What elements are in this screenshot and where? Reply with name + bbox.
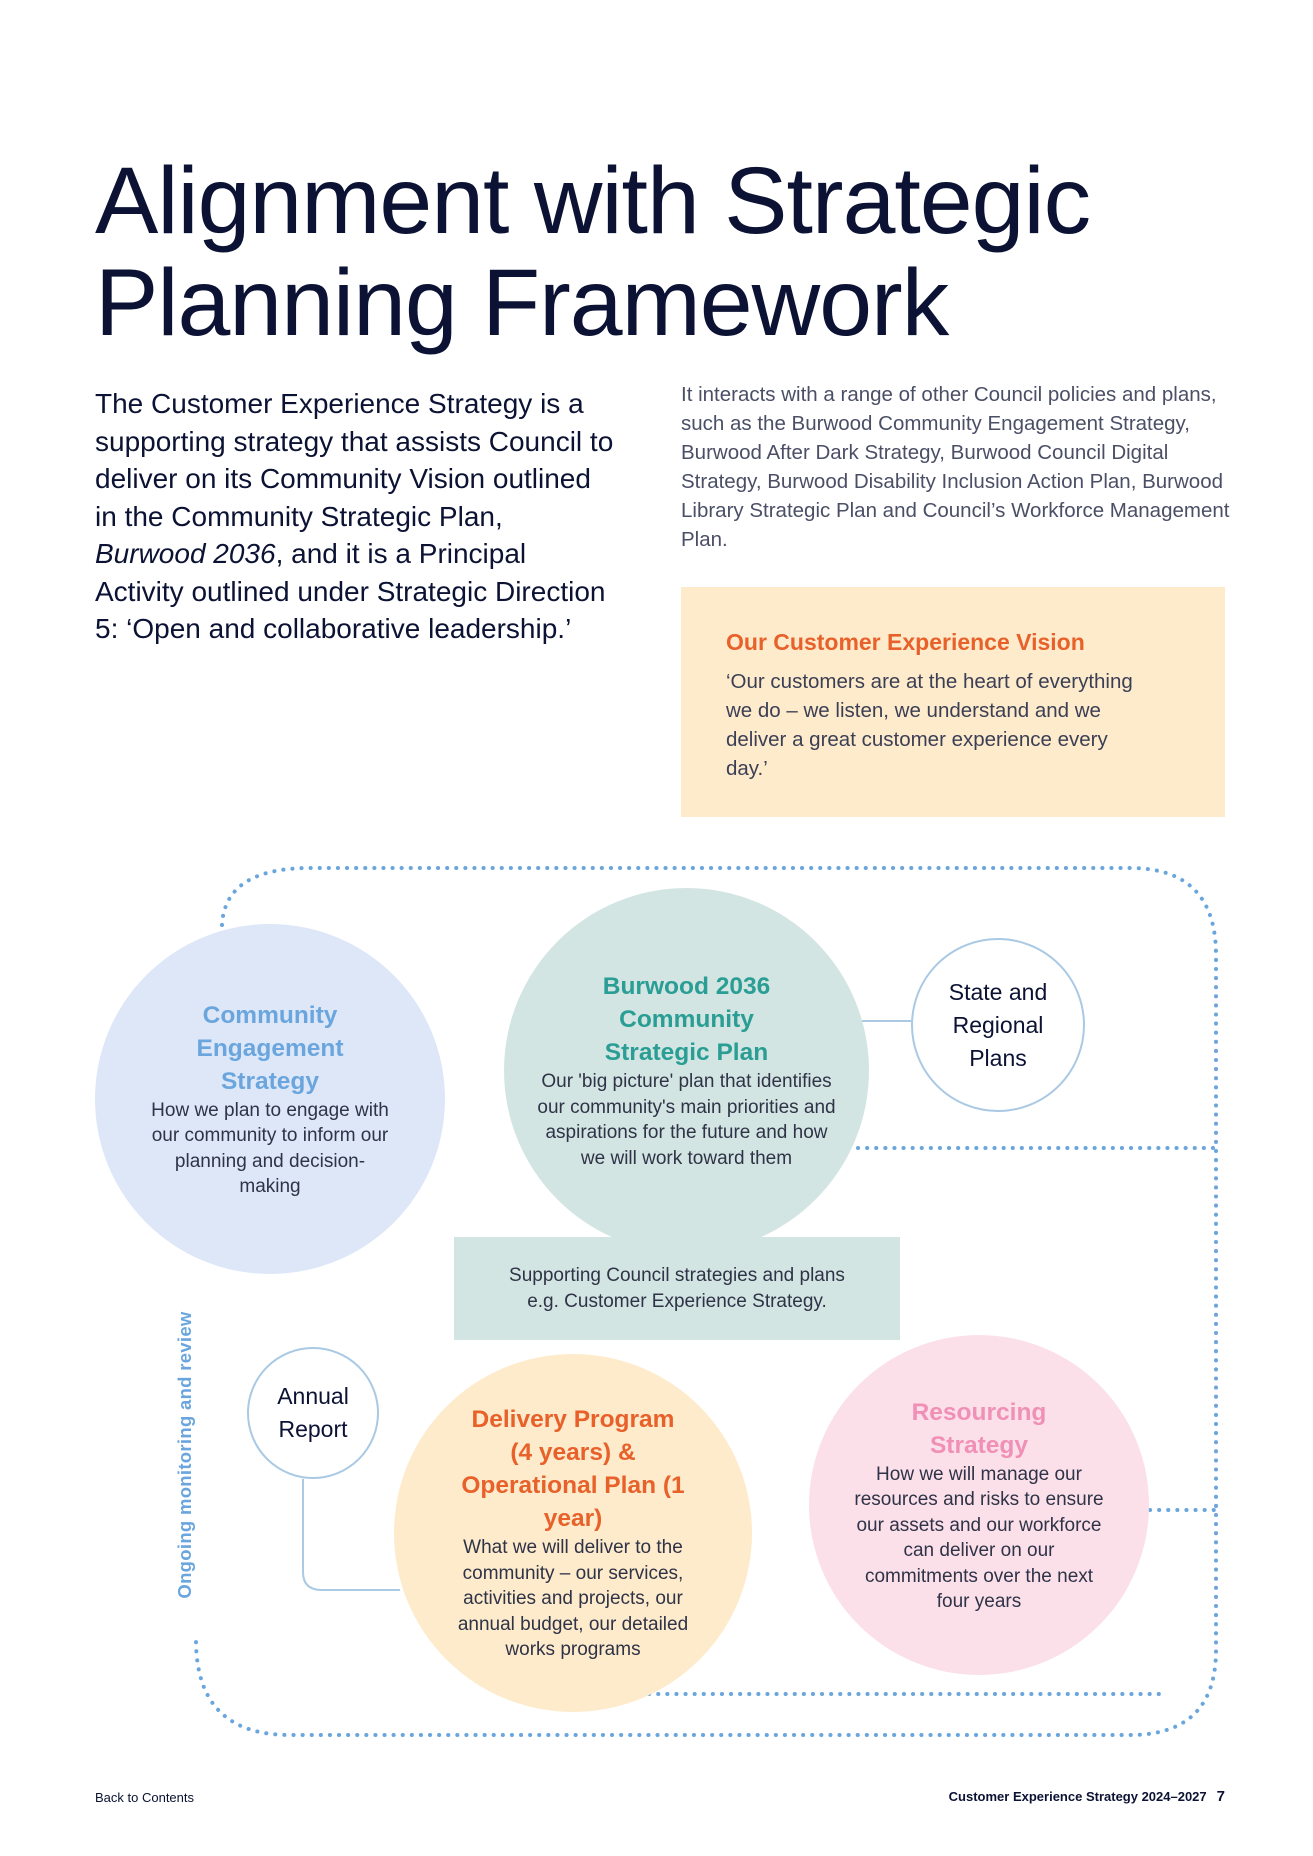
supporting-strategies-box: Supporting Council strategies and plans …: [454, 1237, 900, 1340]
resourcing-strategy-title: Resourcing Strategy: [911, 1398, 1047, 1459]
intro-text-end: , and it is a Principal Activity outline…: [95, 538, 606, 644]
delivery-program-circle: Delivery Program (4 years) & Operational…: [394, 1354, 752, 1712]
delivery-program-body: What we will deliver to the community – …: [457, 1537, 689, 1661]
ongoing-monitoring-label: Ongoing monitoring and review: [174, 1311, 195, 1599]
supporting-strategies-line-2: e.g. Customer Experience Strategy.: [527, 1290, 827, 1312]
community-strategic-plan-title: Burwood 2036 Community Strategic Plan: [602, 973, 771, 1066]
vision-text: ‘Our customers are at the heart of every…: [726, 670, 1133, 780]
state-regional-plans-label: State and Regional Plans: [948, 978, 1048, 1071]
page-title: Alignment with Strategic Planning Framew…: [95, 150, 1245, 354]
back-to-contents-link[interactable]: Back to Contents: [95, 1790, 194, 1805]
supporting-strategies-line-1: Supporting Council strategies and plans: [509, 1265, 845, 1286]
vision-box: Our Customer Experience Vision ‘Our cust…: [681, 587, 1225, 817]
community-strategic-plan-circle: Burwood 2036 Community Strategic Plan Ou…: [504, 888, 869, 1253]
community-strategic-plan-body: Our 'big picture' plan that identifies o…: [537, 1071, 836, 1169]
intro-italic-burwood-2036: Burwood 2036: [95, 538, 276, 569]
related-plans-paragraph: It interacts with a range of other Counc…: [681, 383, 1230, 551]
vision-title: Our Customer Experience Vision: [726, 629, 1085, 655]
intro-text-start: The Customer Experience Strategy is a su…: [95, 388, 614, 532]
resourcing-strategy-body: How we will manage our resources and ris…: [854, 1463, 1104, 1613]
page-title-line-2: Planning Framework: [95, 250, 949, 356]
state-regional-plans-circle: State and Regional Plans: [911, 938, 1085, 1112]
annual-report-label: Annual Report: [277, 1383, 349, 1442]
footer-doc-title-text: Customer Experience Strategy 2024–2027: [948, 1789, 1207, 1804]
annual-to-delivery-line: [302, 1479, 400, 1591]
annual-report-circle: Annual Report: [247, 1347, 379, 1479]
monitoring-loop-path: [194, 866, 1218, 1737]
intro-paragraph: The Customer Experience Strategy is a su…: [95, 385, 615, 648]
community-engagement-circle: Community Engagement Strategy How we pla…: [95, 924, 445, 1274]
community-engagement-title: Community Engagement Strategy: [196, 1001, 344, 1095]
community-engagement-body: How we plan to engage with our community…: [151, 1099, 389, 1198]
page-number: 7: [1216, 1788, 1225, 1805]
delivery-program-title: Delivery Program (4 years) & Operational…: [461, 1406, 685, 1533]
page-title-line-1: Alignment with Strategic: [95, 148, 1091, 254]
footer-document-title: Customer Experience Strategy 2024–2027 7: [949, 1788, 1225, 1805]
resourcing-strategy-circle: Resourcing Strategy How we will manage o…: [809, 1335, 1149, 1675]
